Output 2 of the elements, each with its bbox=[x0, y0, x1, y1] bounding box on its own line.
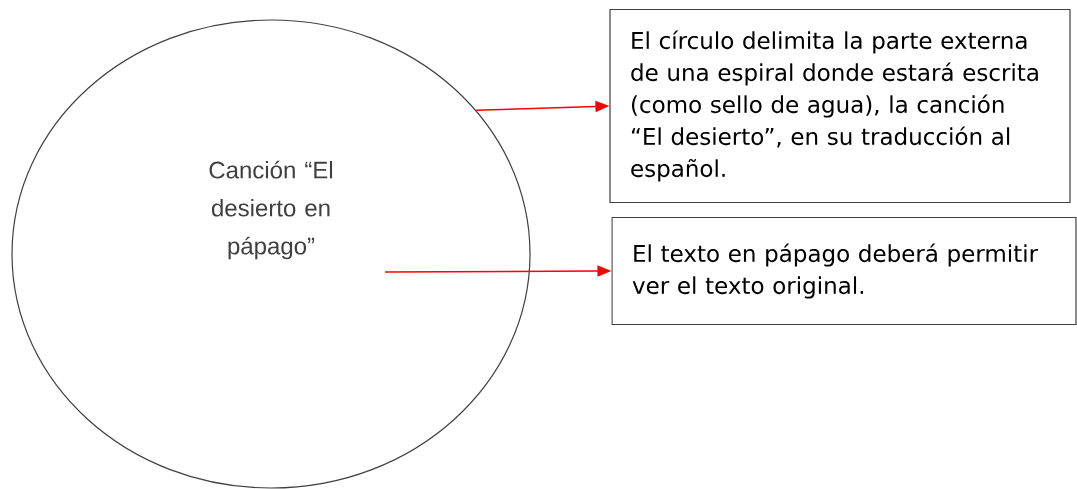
text-box: El círculo delimita la parte externa de una espiral donde estará escrita (como sello de agua), la canción “El desierto”, en su traducción al español. bbox=[609, 8, 1071, 204]
text-box: El texto en pápago deberá permitir ver el texto original. bbox=[611, 216, 1077, 326]
